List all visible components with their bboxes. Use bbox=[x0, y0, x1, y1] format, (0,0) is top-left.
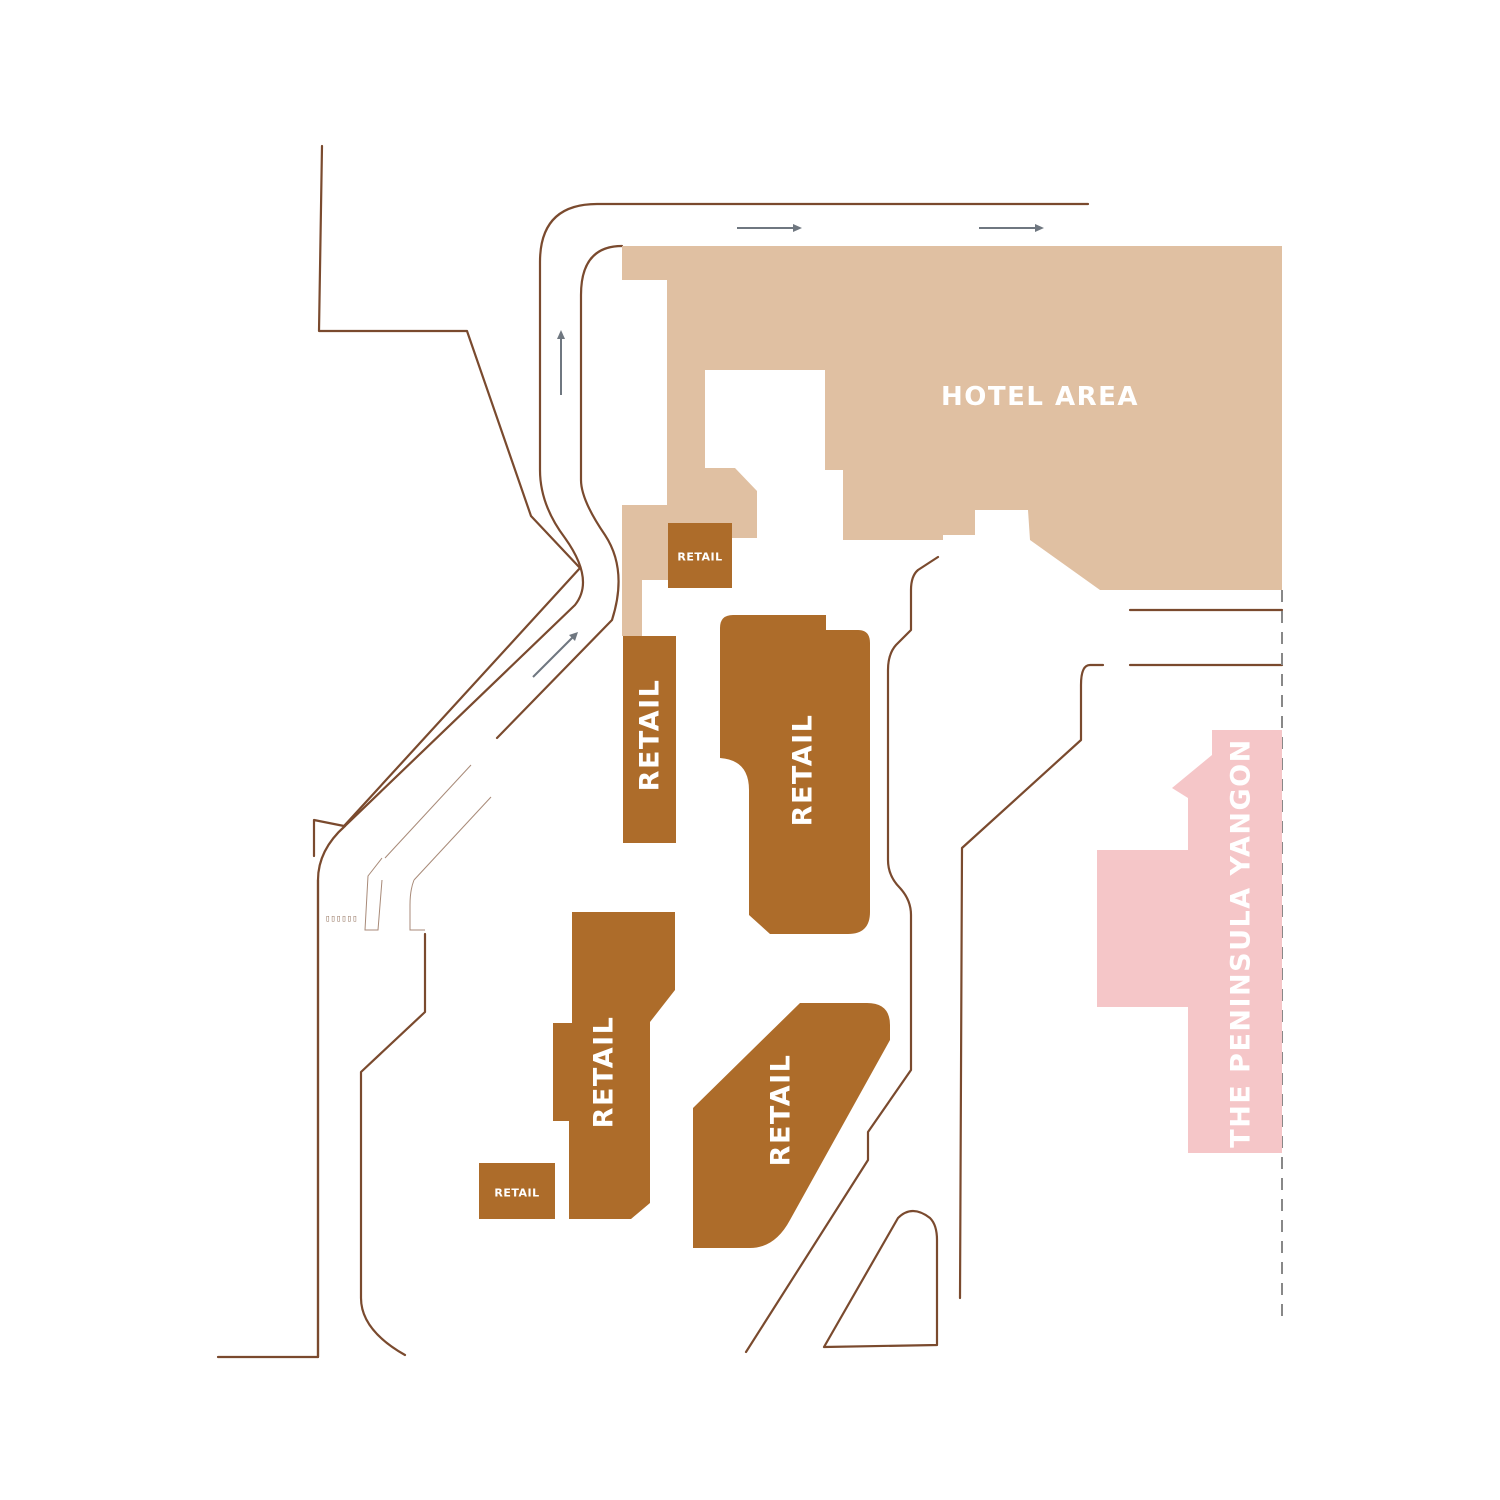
road-network bbox=[216, 144, 1284, 1359]
service-lane-d bbox=[409, 879, 425, 931]
retail-small-bottom bbox=[479, 1163, 555, 1219]
retail-lower-left bbox=[553, 912, 675, 1219]
peninsula-block bbox=[1097, 730, 1282, 1153]
east-arrow bbox=[979, 224, 1044, 232]
service-lane-b bbox=[413, 796, 492, 881]
peninsula-label: THE PENINSULA YANGON bbox=[1226, 738, 1257, 1147]
triangle-island bbox=[822, 1209, 939, 1349]
north-arrow bbox=[557, 330, 565, 395]
inner-hotel-road bbox=[495, 244, 624, 740]
left-mid-road bbox=[359, 932, 427, 1357]
right-vertical-road bbox=[958, 663, 1105, 1300]
retail-lower-right bbox=[693, 1003, 890, 1248]
retail-blocks: RETAIL RETAIL RETAIL RETAIL RETAIL RETAI… bbox=[479, 523, 890, 1248]
service-lane-a bbox=[384, 764, 472, 859]
retail-lower-left-label: RETAIL bbox=[589, 1016, 620, 1129]
retail-small-top-label: RETAIL bbox=[677, 551, 722, 564]
retail-small-top bbox=[668, 523, 732, 588]
retail-center bbox=[720, 615, 870, 934]
retail-lower-right-label: RETAIL bbox=[766, 1054, 797, 1167]
service-lane-c bbox=[364, 857, 383, 931]
retail-strip-label: RETAIL bbox=[635, 679, 666, 792]
hotel-area-block bbox=[622, 246, 1282, 636]
bottom-left-boundary bbox=[216, 878, 320, 1359]
entrance-sign-text: ▯▯▯▯▯▯ bbox=[325, 914, 358, 924]
hotel-area-label: HOTEL AREA bbox=[941, 382, 1139, 412]
center-vertical-road bbox=[744, 555, 940, 1354]
northeast-arrow bbox=[532, 632, 578, 678]
traffic-arrows bbox=[532, 224, 1044, 678]
left-boundary-road bbox=[312, 144, 582, 858]
retail-small-bottom-label: RETAIL bbox=[494, 1187, 539, 1200]
outer-top-road bbox=[343, 202, 1090, 828]
retail-strip bbox=[623, 636, 676, 843]
bottom-left-curve bbox=[316, 824, 347, 1359]
retail-center-label: RETAIL bbox=[788, 714, 819, 827]
east-arrow bbox=[737, 224, 802, 232]
